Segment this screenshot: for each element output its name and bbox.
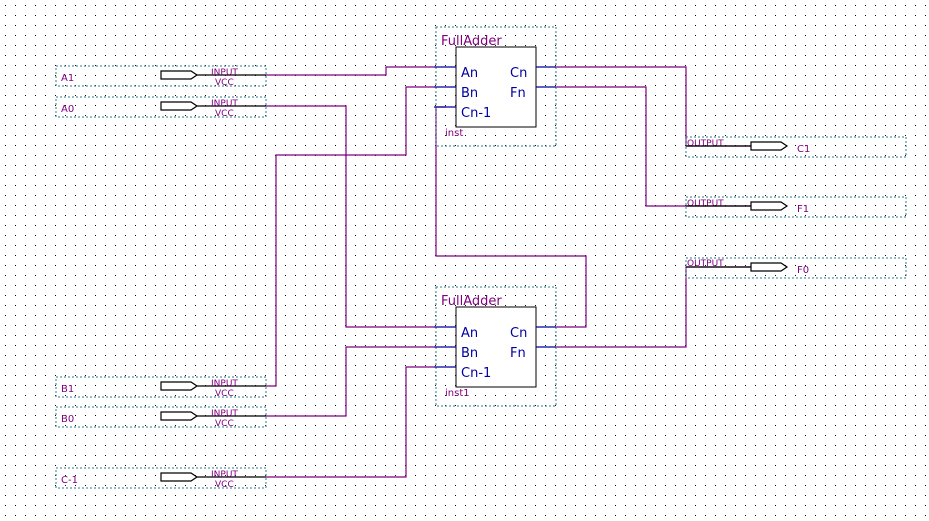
port-cn-1: Cn-1 bbox=[461, 366, 491, 381]
port-cn-1: Cn-1 bbox=[461, 106, 491, 121]
port-an: An bbox=[461, 66, 478, 81]
output-pin-c1[interactable]: OUTPUT C1 bbox=[685, 136, 907, 158]
block-title: FullAdder bbox=[441, 294, 502, 309]
pin-name: C1 bbox=[797, 144, 810, 155]
input-pin-b0[interactable]: B0 INPUT VCC bbox=[55, 406, 267, 429]
pin-name: A0 bbox=[61, 104, 74, 115]
instance-name: inst1 bbox=[445, 388, 470, 399]
full-adder-inst1[interactable]: FullAdder An Bn Cn-1 Cn Fn inst1 bbox=[434, 286, 557, 407]
pin-default: VCC bbox=[215, 389, 234, 399]
port-cn: Cn bbox=[510, 66, 527, 81]
pin-type: INPUT bbox=[211, 68, 238, 78]
pin-type: INPUT bbox=[211, 470, 238, 480]
pin-type: OUTPUT bbox=[687, 139, 724, 149]
pin-default: VCC bbox=[215, 109, 234, 119]
input-pin-c-1[interactable]: C-1 INPUT VCC bbox=[55, 467, 267, 490]
instance-name: inst bbox=[445, 128, 463, 139]
pin-name: F1 bbox=[797, 204, 809, 215]
output-pin-f0[interactable]: OUTPUT F0 bbox=[685, 257, 907, 279]
pin-type: OUTPUT bbox=[687, 259, 724, 269]
port-bn: Bn bbox=[461, 346, 478, 361]
block-title: FullAdder bbox=[441, 34, 502, 49]
pin-name: F0 bbox=[797, 265, 809, 276]
wire-cm1-to-inst1-cn1[interactable] bbox=[266, 366, 434, 478]
pin-default: VCC bbox=[215, 419, 234, 429]
pin-type: INPUT bbox=[211, 379, 238, 389]
wire-a0-to-inst1-an[interactable] bbox=[266, 105, 434, 328]
port-bn: Bn bbox=[461, 86, 478, 101]
pin-name: C-1 bbox=[61, 475, 78, 486]
wire-a1-to-inst-an[interactable] bbox=[266, 66, 434, 76]
output-pin-f1[interactable]: OUTPUT F1 bbox=[685, 196, 907, 218]
pin-name: B1 bbox=[61, 384, 74, 395]
pin-default: VCC bbox=[215, 480, 234, 490]
port-cn: Cn bbox=[510, 326, 527, 341]
port-fn: Fn bbox=[510, 346, 526, 361]
input-pin-a1[interactable]: A1 INPUT VCC bbox=[55, 65, 267, 88]
input-pin-a0[interactable]: A0 INPUT VCC bbox=[55, 96, 267, 119]
pin-name: B0 bbox=[61, 414, 74, 425]
pin-type: INPUT bbox=[211, 99, 238, 109]
pin-name: A1 bbox=[61, 73, 74, 84]
wire-b1-to-inst-bn[interactable] bbox=[266, 86, 434, 387]
port-an: An bbox=[461, 326, 478, 341]
input-pin-b1[interactable]: B1 INPUT VCC bbox=[55, 376, 267, 399]
pin-type: OUTPUT bbox=[687, 199, 724, 209]
port-fn: Fn bbox=[510, 86, 526, 101]
wire-b0-to-inst1-bn[interactable] bbox=[266, 346, 434, 417]
pin-default: VCC bbox=[215, 78, 234, 88]
pin-type: INPUT bbox=[211, 409, 238, 419]
full-adder-inst[interactable]: FullAdder An Bn Cn-1 Cn Fn inst bbox=[434, 26, 557, 147]
